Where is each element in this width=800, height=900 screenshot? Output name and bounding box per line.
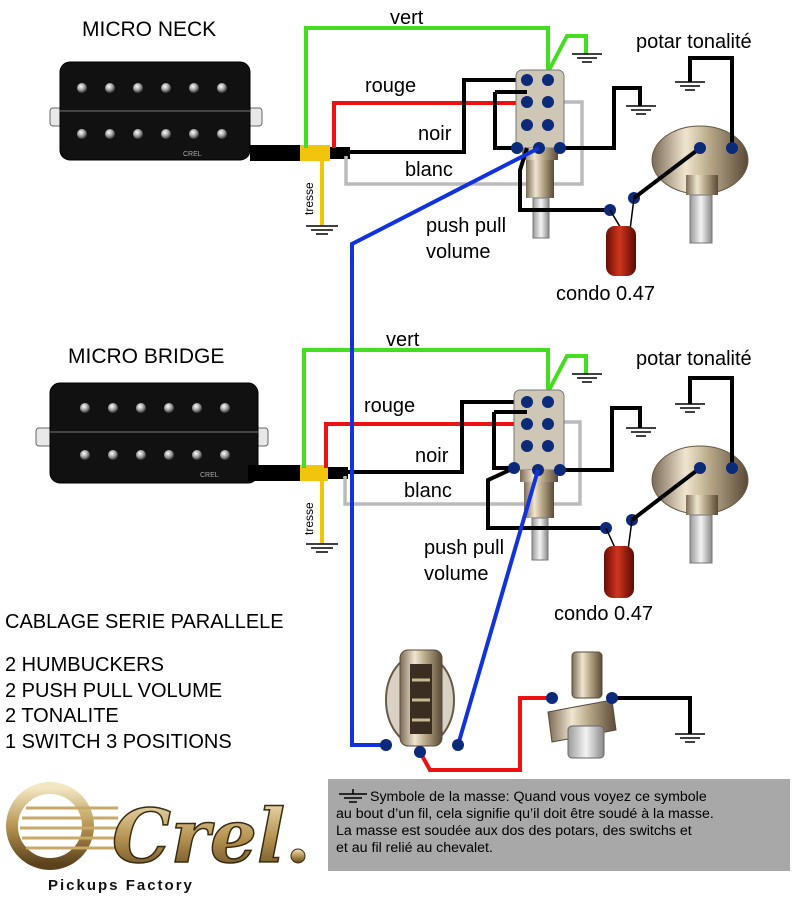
neck-pickup-title: MICRO NECK	[82, 18, 216, 41]
neck-pot-ground-icon	[626, 105, 656, 115]
summary-title: CABLAGE SERIE PARALLELE	[5, 611, 284, 633]
neck-green-ground-icon	[572, 53, 602, 63]
bridge-black-label: noir	[415, 445, 449, 467]
switch-jack-solder-points	[380, 692, 618, 758]
bridge-braid-label: tresse	[302, 502, 316, 535]
neck-tone-ground-icon	[675, 81, 705, 91]
ground-icon	[339, 789, 367, 803]
neck-black-label: noir	[418, 123, 452, 145]
bridge-white-label: blanc	[404, 480, 452, 502]
bridge-volume-label-2: volume	[424, 563, 488, 585]
neck-volume-label-2: volume	[426, 241, 490, 263]
neck-capacitor	[606, 226, 636, 276]
neck-braid-sleeve	[300, 145, 330, 161]
legend-line: et au fil relié au chevalet.	[336, 840, 493, 856]
neck-humbucker: CREL	[49, 61, 263, 161]
neck-section: MICRO NECK CREL tresse vert	[49, 7, 752, 305]
neck-tone-label: potar tonalité	[636, 31, 752, 53]
legend-line: au bout d’un fil, cela signifie qu’il do…	[336, 806, 714, 822]
bridge-green-ground-icon	[572, 373, 602, 383]
neck-black-wire	[350, 78, 527, 154]
bridge-pickup-title: MICRO BRIDGE	[68, 345, 224, 368]
logo-brand: Crel	[112, 794, 285, 880]
bridge-humbucker: CREL	[35, 382, 269, 484]
neck-braid-label: tresse	[302, 182, 316, 215]
neck-braid-ground-icon	[306, 225, 338, 235]
legend-line: La masse est soudée aux dos des potars, …	[336, 823, 692, 839]
bridge-pickup-brand: CREL	[200, 472, 219, 479]
neck-tone-pot	[651, 125, 749, 244]
neck-capacitor-label: condo 0.47	[556, 283, 655, 305]
bridge-green-wire	[302, 348, 550, 468]
summary-line: 2 TONALITE	[5, 705, 119, 727]
output-jack	[547, 651, 617, 759]
bridge-capacitor	[604, 546, 634, 598]
bridge-green-label: vert	[386, 329, 420, 351]
bridge-cable	[248, 465, 300, 481]
neck-red-label: rouge	[365, 75, 416, 97]
bridge-white-wire	[343, 420, 582, 506]
neck-green-label: vert	[390, 7, 424, 29]
neck-white-label: blanc	[405, 159, 453, 181]
output-red-wire	[418, 696, 552, 772]
jack-ground-icon	[675, 733, 705, 743]
ground-legend: Symbole de la masse: Quand vous voyez ce…	[328, 779, 790, 871]
bridge-black-wire	[348, 400, 527, 474]
neck-cable	[250, 145, 300, 161]
summary-block: CABLAGE SERIE PARALLELE 2 HUMBUCKERS 2 P…	[5, 611, 284, 753]
bridge-tone-pot	[651, 445, 749, 564]
crel-logo: Crel	[6, 782, 306, 881]
bridge-tone-ground-icon	[675, 403, 705, 413]
bridge-capacitor-label: condo 0.47	[554, 603, 653, 625]
bridge-red-label: rouge	[364, 395, 415, 417]
neck-pickup-brand: CREL	[183, 151, 202, 158]
summary-line: 2 HUMBUCKERS	[5, 654, 164, 676]
bridge-volume-label-1: push pull	[424, 537, 504, 559]
bridge-tone-label: potar tonalité	[636, 348, 752, 370]
jack-ground-wire	[612, 696, 692, 734]
three-way-switch	[385, 649, 455, 747]
bridge-section: MICRO BRIDGE CREL tresse vert	[35, 329, 752, 625]
bridge-blue-wire	[456, 469, 540, 746]
summary-line: 2 PUSH PULL VOLUME	[5, 680, 222, 702]
logo-tagline: Pickups Factory	[48, 877, 194, 894]
summary-line: 1 SWITCH 3 POSITIONS	[5, 731, 232, 753]
neck-green-wire	[304, 26, 550, 148]
neck-blue-wire	[350, 146, 540, 747]
neck-volume-label-1: push pull	[426, 215, 506, 237]
legend-line: Symbole de la masse: Quand vous voyez ce…	[370, 789, 707, 805]
bridge-pot-ground-icon	[626, 427, 656, 437]
bridge-braid-sleeve	[300, 465, 328, 481]
bridge-braid-ground-icon	[306, 543, 338, 553]
